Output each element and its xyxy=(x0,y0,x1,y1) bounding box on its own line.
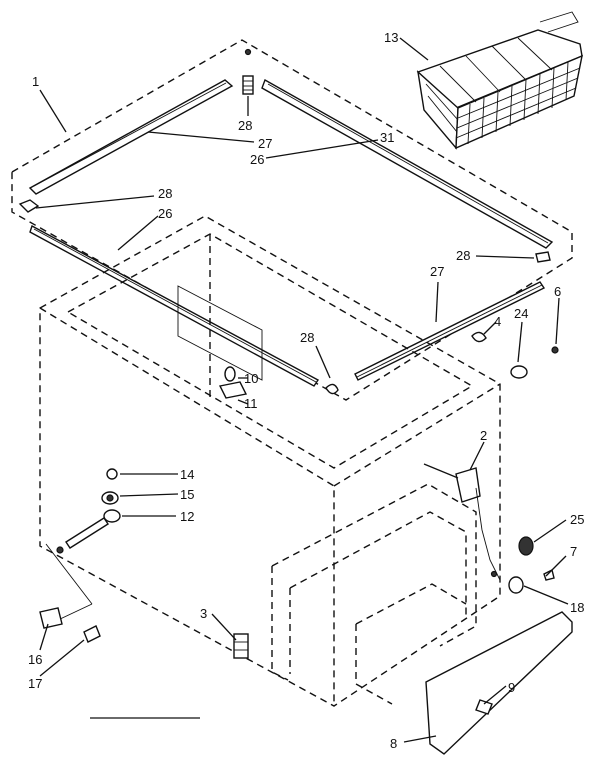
label-28-front: 28 xyxy=(300,330,314,345)
label-6: 6 xyxy=(554,284,561,299)
label-15: 15 xyxy=(180,487,194,502)
lid-assembly xyxy=(11,39,573,401)
small-parts xyxy=(39,331,573,755)
label-27-right: 27 xyxy=(430,264,444,279)
hinge-pin-top xyxy=(242,75,254,95)
label-14: 14 xyxy=(180,467,194,482)
part-labels: 1 13 28 27 31 26 28 26 28 27 28 4 24 6 1… xyxy=(28,30,584,751)
label-16: 16 xyxy=(28,652,42,667)
label-11: 11 xyxy=(244,396,258,411)
label-25: 25 xyxy=(570,512,584,527)
label-28-left: 28 xyxy=(158,186,172,201)
label-4: 4 xyxy=(494,314,501,329)
label-10: 10 xyxy=(244,371,258,386)
cabinet-body xyxy=(39,215,501,707)
label-26-front: 26 xyxy=(158,206,172,221)
label-7: 7 xyxy=(570,544,577,559)
label-8: 8 xyxy=(390,736,397,751)
label-13: 13 xyxy=(384,30,398,45)
label-3: 3 xyxy=(200,606,207,621)
hinge-pin-right xyxy=(535,251,551,263)
label-18: 18 xyxy=(570,600,584,615)
leader-lines xyxy=(35,37,569,743)
label-17: 17 xyxy=(28,676,42,691)
label-27-left: 27 xyxy=(258,136,272,151)
label-9: 9 xyxy=(508,680,515,695)
label-24: 24 xyxy=(514,306,528,321)
label-1: 1 xyxy=(32,74,39,89)
hinge-pin-left xyxy=(18,199,40,213)
label-2: 2 xyxy=(480,428,487,443)
label-12: 12 xyxy=(180,509,194,524)
storage-basket xyxy=(416,11,583,150)
label-28-right: 28 xyxy=(456,248,470,263)
label-26-rear: 26 xyxy=(250,152,264,167)
label-28-top: 28 xyxy=(238,118,252,133)
hinge-pin-front xyxy=(325,383,339,395)
label-31: 31 xyxy=(380,130,394,145)
